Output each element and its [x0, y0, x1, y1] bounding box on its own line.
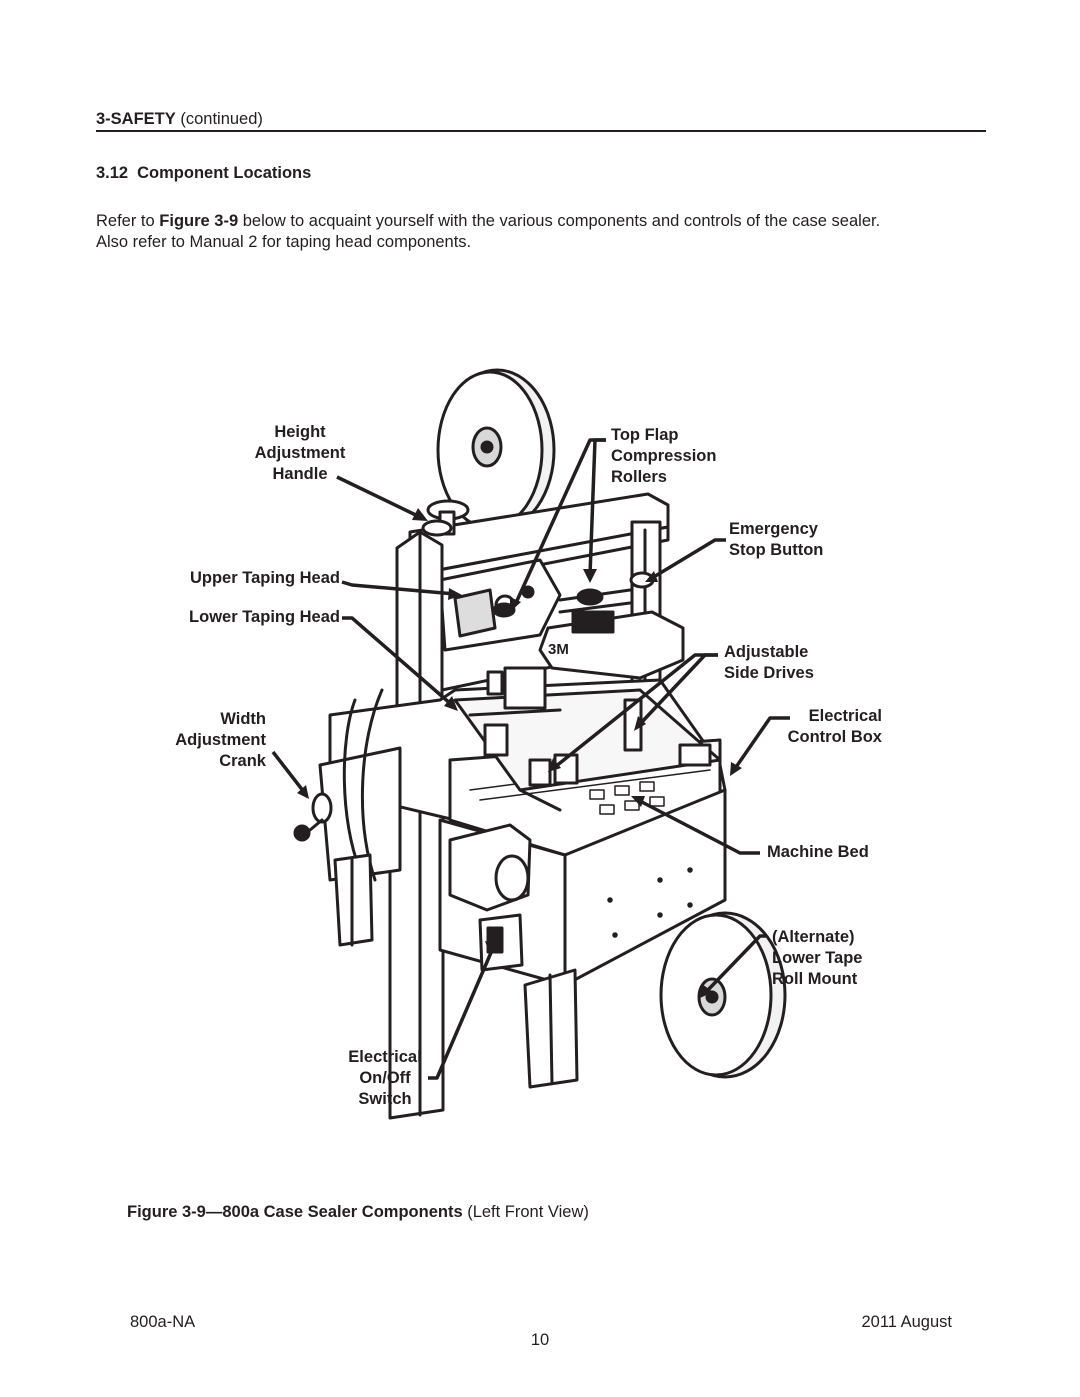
label-lower-taping-head: Lower Taping Head: [189, 608, 340, 626]
label-line: Electrical: [348, 1048, 422, 1066]
label-line: Top Flap: [611, 426, 679, 444]
footer-date: 2011 August: [861, 1313, 952, 1331]
subsection-number: 3.12: [96, 164, 129, 182]
label-line: Emergency: [729, 520, 818, 538]
label-line: Adjustment: [254, 444, 346, 462]
label-line: Electrical: [808, 707, 882, 725]
subsection-heading: 3.12 Component Locations: [96, 164, 311, 183]
label-adjustable-side-drives: Adjustable Side Drives: [724, 642, 864, 684]
lower-tape-roll: [659, 911, 787, 1079]
machine-bed: [328, 666, 727, 987]
label-upper-taping-head: Upper Taping Head: [189, 569, 340, 587]
label-emergency-stop-button: Emergency Stop Button: [729, 519, 869, 561]
footer-doc-id: 800a-NA: [130, 1313, 196, 1331]
figure-caption-view: (Left Front View): [462, 1203, 589, 1221]
left-column: [388, 530, 445, 1120]
label-line: Control Box: [787, 728, 882, 746]
intro-paragraph: Refer to Figure 3-9 below to acquaint yo…: [96, 211, 976, 253]
intro-text-line2: Also refer to Manual 2 for taping head c…: [96, 233, 472, 251]
figure-caption: Figure 3-9—800a Case Sealer Components (…: [127, 1203, 589, 1222]
label-lower-tape-roll-mount: (Alternate) Lower Tape Roll Mount: [772, 927, 892, 990]
section-continued: (continued): [180, 110, 263, 128]
footer-page-number: 10: [530, 1331, 550, 1349]
figure-caption-title: Figure 3-9—800a Case Sealer Components: [127, 1203, 463, 1221]
label-electrical-control-box: Electrical Control Box: [760, 706, 882, 748]
label-line: On/Off: [359, 1069, 411, 1087]
machine-legs: [523, 968, 579, 1089]
label-line: Crank: [219, 752, 266, 770]
label-machine-bed: Machine Bed: [767, 843, 869, 861]
label-top-flap-compression-rollers: Top Flap Compression Rollers: [611, 425, 751, 488]
leader-lines: [271, 438, 790, 1080]
label-line: Adjustable: [724, 643, 809, 661]
label-line: Handle: [272, 465, 328, 483]
label-line: Width: [220, 710, 266, 728]
label-line: (Alternate): [772, 928, 855, 946]
top-tape-roll: [436, 368, 556, 532]
width-adjustment-crank: [293, 688, 402, 947]
section-title: 3-SAFETY: [96, 110, 176, 128]
figure-reference: Figure 3-9: [159, 212, 239, 230]
intro-text-start: Refer to: [96, 212, 160, 230]
label-line: Adjustment: [175, 731, 266, 749]
label-height-adjustment-handle: Height Adjustment Handle: [250, 422, 350, 485]
adjustable-side-drive: 3M: [538, 610, 685, 680]
label-line: Roll Mount: [772, 970, 858, 988]
machine-logo: 3M: [548, 641, 569, 658]
leader-arrowheads: [297, 508, 742, 998]
label-line: Compression: [611, 447, 717, 465]
label-line: Height: [274, 423, 326, 441]
label-width-adjustment-crank: Width Adjustment Crank: [160, 709, 266, 772]
electrical-box: [448, 823, 532, 972]
intro-text-end: below to acquaint yourself with the vari…: [238, 212, 881, 230]
label-line: Stop Button: [729, 541, 824, 559]
label-electrical-on-off-switch: Electrical On/Off Switch: [340, 1047, 430, 1110]
section-header: 3-SAFETY (continued): [96, 110, 986, 132]
label-line: Switch: [358, 1090, 412, 1108]
upper-taping-head: [438, 558, 655, 652]
subsection-title: Component Locations: [137, 164, 312, 182]
label-line: Rollers: [611, 468, 667, 486]
label-line: Side Drives: [724, 664, 814, 682]
label-line: Lower Tape: [772, 949, 863, 967]
